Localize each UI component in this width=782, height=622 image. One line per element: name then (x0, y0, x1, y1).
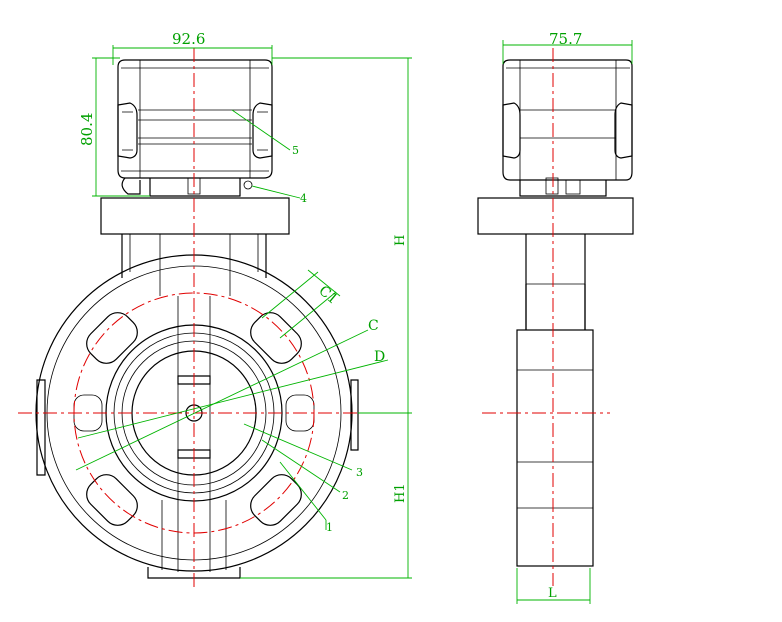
callout-5: 5 (292, 144, 299, 157)
bolt-slots (73, 312, 315, 526)
callout-3: 3 (356, 466, 363, 479)
front-view (18, 45, 412, 590)
side-actuator (502, 59, 633, 197)
side-mounting-flange (477, 197, 634, 235)
callout-4: 4 (300, 192, 307, 205)
front-centerlines (18, 48, 378, 590)
dim-side-width-label: 75.7 (549, 30, 582, 48)
valve-body (35, 254, 359, 579)
side-body (516, 234, 594, 567)
side-dimensions (502, 40, 633, 604)
dim-actuator-width-label: 92.6 (172, 30, 205, 48)
label-c: C (368, 318, 379, 334)
dim-length-label: L (548, 586, 557, 601)
side-centerlines (482, 48, 610, 586)
dim-height-upper-label: H (393, 235, 408, 246)
label-d: D (374, 349, 385, 365)
dim-actuator-height-label: 80.4 (78, 113, 96, 146)
label-c1: C1 (315, 283, 340, 308)
mounting-flange (100, 197, 290, 235)
actuator-housing (117, 59, 273, 197)
dim-height-lower-label: H1 (393, 483, 408, 503)
front-leaders (75, 109, 389, 530)
front-dimensions (92, 45, 412, 579)
valve-neck (121, 234, 267, 296)
callout-1: 1 (326, 521, 333, 534)
side-view (477, 40, 634, 604)
callout-2: 2 (342, 489, 349, 502)
